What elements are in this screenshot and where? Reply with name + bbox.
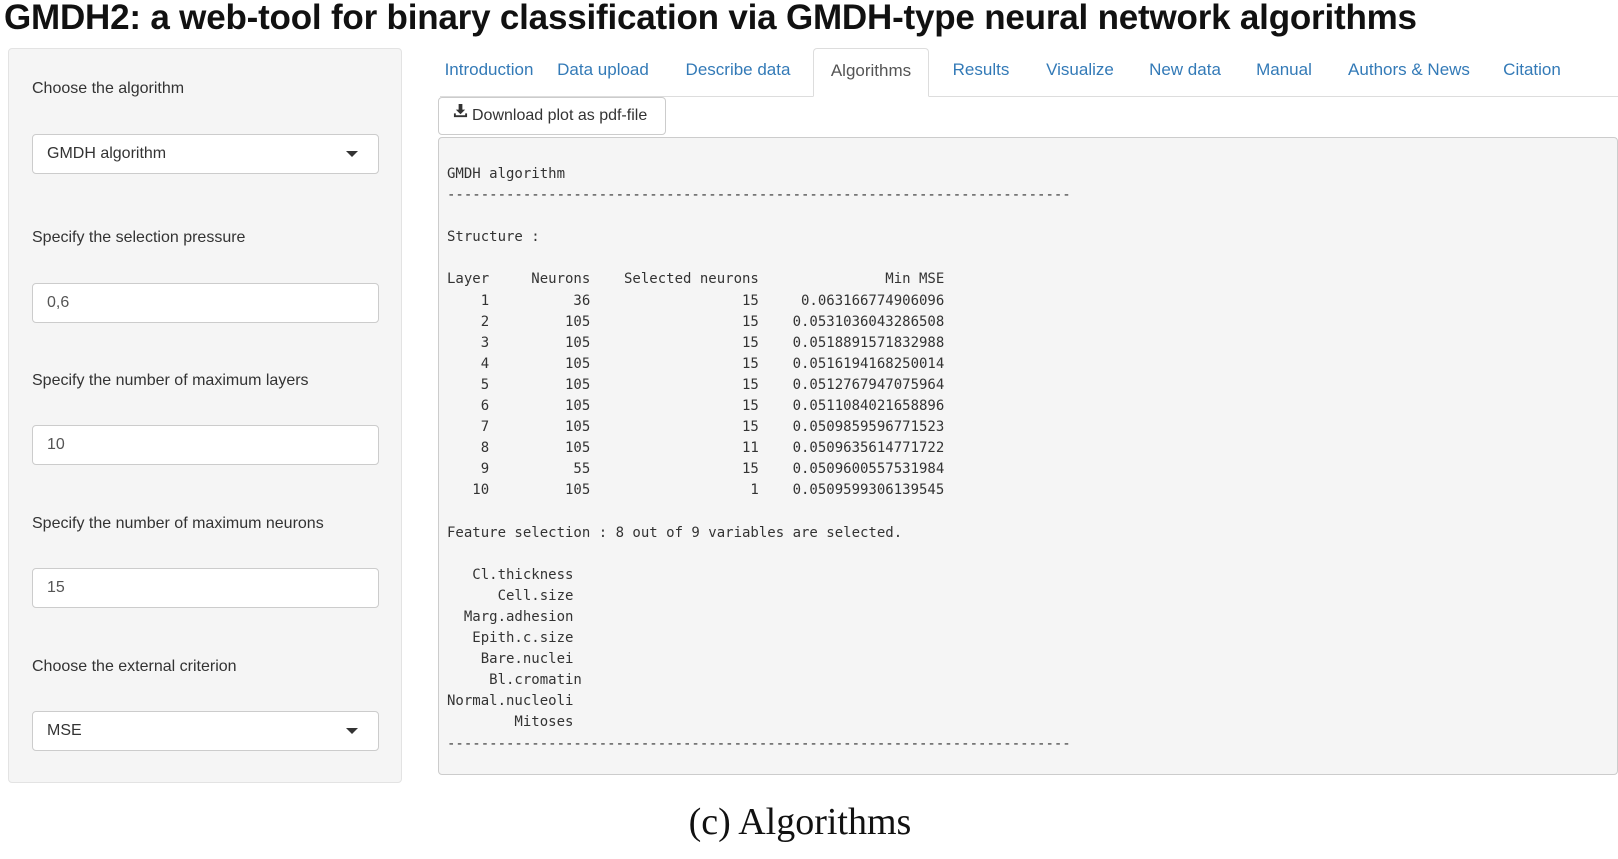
max-layers-input[interactable] bbox=[32, 425, 379, 465]
tab-introduction[interactable]: Introduction bbox=[444, 60, 534, 79]
max-layers-label: Specify the number of maximum layers bbox=[32, 372, 309, 389]
tab-algorithms[interactable]: Algorithms bbox=[813, 48, 929, 97]
algorithm-output: GMDH algorithm -------------------------… bbox=[438, 137, 1618, 775]
figure-caption: (c) Algorithms bbox=[688, 801, 912, 843]
external-criterion-select-value: MSE bbox=[47, 722, 82, 739]
download-plot-label: Download plot as pdf-file bbox=[472, 107, 648, 124]
caret-down-icon bbox=[346, 728, 358, 734]
tab-describe-data[interactable]: Describe data bbox=[685, 60, 791, 79]
algorithm-label: Choose the algorithm bbox=[32, 80, 185, 97]
algorithm-select-value: GMDH algorithm bbox=[47, 145, 167, 162]
tab-authors-news[interactable]: Authors & News bbox=[1348, 60, 1470, 79]
tab-citation[interactable]: Citation bbox=[1503, 60, 1561, 79]
main-tabs: Introduction Data upload Describe data A… bbox=[440, 48, 1618, 97]
sidebar-panel: Choose the algorithm GMDH algorithm Spec… bbox=[8, 48, 402, 783]
tab-data-upload[interactable]: Data upload bbox=[557, 60, 649, 79]
algorithm-select[interactable]: GMDH algorithm bbox=[32, 134, 379, 174]
tab-manual[interactable]: Manual bbox=[1256, 60, 1312, 79]
tab-visualize[interactable]: Visualize bbox=[1046, 60, 1114, 79]
tab-new-data[interactable]: New data bbox=[1149, 60, 1221, 79]
max-neurons-label: Specify the number of maximum neurons bbox=[32, 515, 324, 532]
app-title: GMDH2: a web-tool for binary classificat… bbox=[4, 0, 1417, 37]
selection-pressure-input[interactable] bbox=[32, 283, 379, 323]
tab-results[interactable]: Results bbox=[952, 60, 1010, 79]
external-criterion-label: Choose the external criterion bbox=[32, 658, 237, 675]
download-icon bbox=[453, 96, 468, 132]
download-plot-button[interactable]: Download plot as pdf-file bbox=[438, 97, 666, 135]
external-criterion-select[interactable]: MSE bbox=[32, 711, 379, 751]
selection-pressure-label: Specify the selection pressure bbox=[32, 229, 246, 246]
max-neurons-input[interactable] bbox=[32, 568, 379, 608]
caret-down-icon bbox=[346, 151, 358, 157]
